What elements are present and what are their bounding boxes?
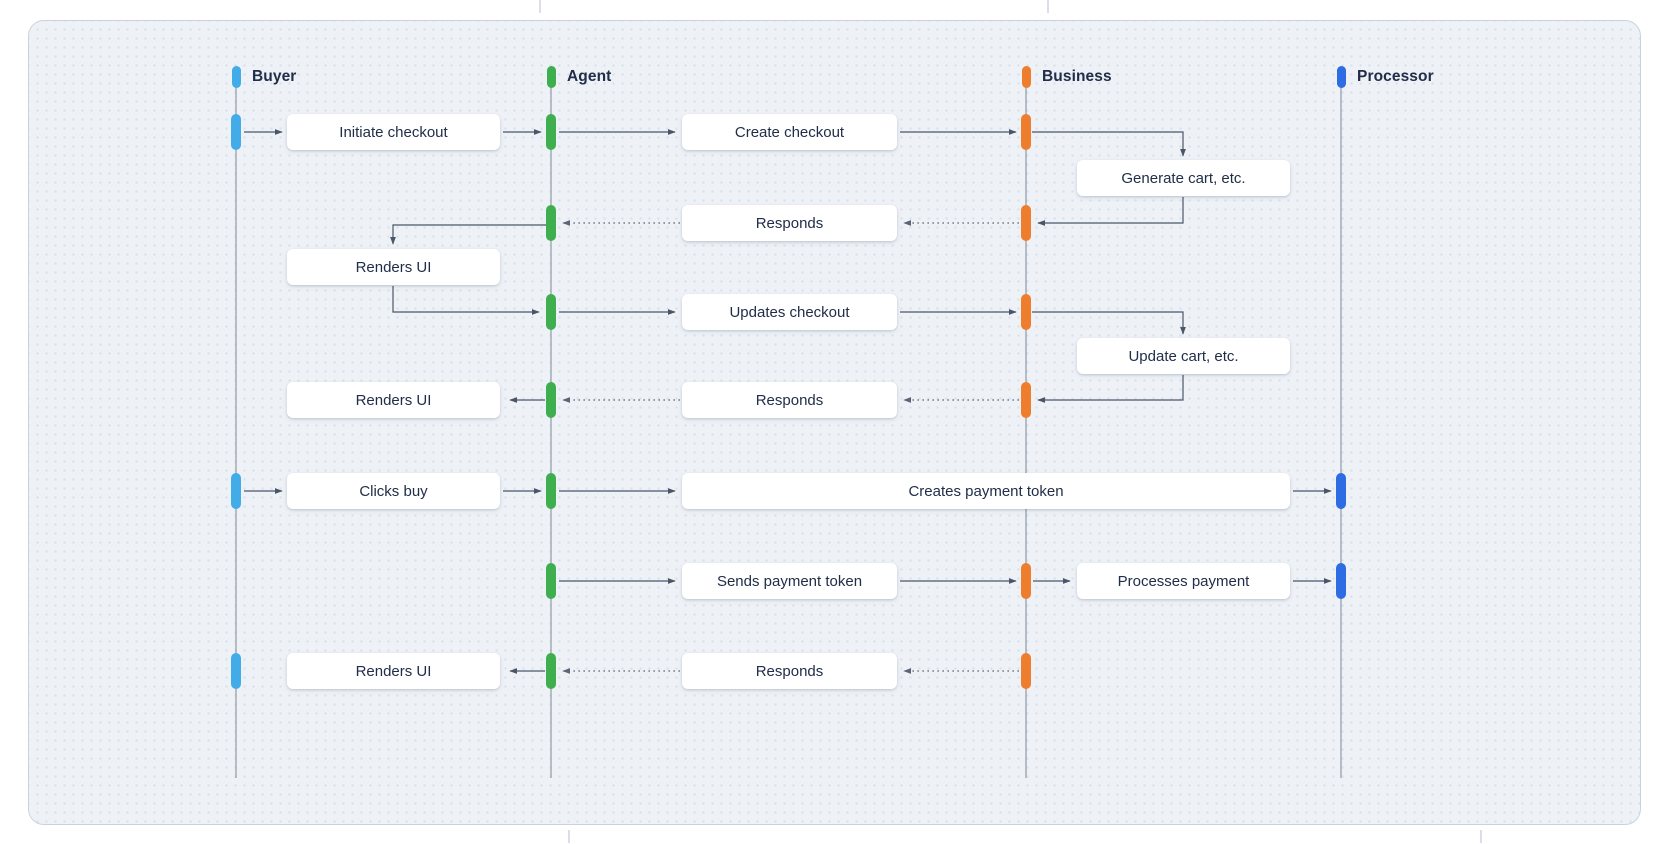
activation-bar-agent: [546, 294, 556, 330]
actor-label-agent: Agent: [567, 68, 612, 85]
actor-marker-business: [1021, 66, 1031, 88]
activation-bar-buyer: [231, 473, 241, 509]
actor-marker-buyer: [231, 66, 241, 88]
message-box-responds: Responds: [682, 205, 897, 241]
arrow-solid: [1037, 197, 1184, 226]
message-box-responds: Responds: [682, 653, 897, 689]
activation-bar-business: [1021, 114, 1031, 150]
page-edge-artifact: [1480, 830, 1482, 843]
actor-label-processor: Processor: [1357, 68, 1434, 85]
message-box-sends-payment-token: Sends payment token: [682, 563, 897, 599]
activation-bar-agent: [546, 473, 556, 509]
activation-bar-agent: [546, 653, 556, 689]
activation-bar-agent: [546, 563, 556, 599]
arrow-solid: [1032, 131, 1186, 157]
arrow-solid: [390, 224, 546, 245]
message-box-renders-ui: Renders UI: [287, 249, 500, 285]
activation-bar-agent: [546, 382, 556, 418]
message-box-updates-checkout: Updates checkout: [682, 294, 897, 330]
actor-marker-agent: [546, 66, 556, 88]
actor-marker-processor: [1336, 66, 1346, 88]
message-box-clicks-buy: Clicks buy: [287, 473, 500, 509]
message-box-generate-cart-etc: Generate cart, etc.: [1077, 160, 1290, 196]
activation-bar-buyer: [231, 653, 241, 689]
page-edge-artifact: [1047, 0, 1049, 13]
arrow-solid: [1037, 375, 1184, 403]
arrow-solid: [392, 286, 540, 315]
activation-bar-agent: [546, 114, 556, 150]
actor-label-buyer: Buyer: [252, 68, 297, 85]
actor-label-business: Business: [1042, 68, 1112, 85]
message-box-renders-ui: Renders UI: [287, 382, 500, 418]
message-box-update-cart-etc: Update cart, etc.: [1077, 338, 1290, 374]
activation-bar-processor: [1336, 563, 1346, 599]
activation-bar-business: [1021, 382, 1031, 418]
message-box-create-checkout: Create checkout: [682, 114, 897, 150]
activation-bar-business: [1021, 563, 1031, 599]
message-box-processes-payment: Processes payment: [1077, 563, 1290, 599]
message-box-renders-ui: Renders UI: [287, 653, 500, 689]
message-box-responds: Responds: [682, 382, 897, 418]
activation-bar-agent: [546, 205, 556, 241]
message-box-initiate-checkout: Initiate checkout: [287, 114, 500, 150]
sequence-diagram-canvas: [28, 20, 1641, 825]
activation-bar-business: [1021, 653, 1031, 689]
page-edge-artifact: [539, 0, 541, 13]
activation-bar-business: [1021, 294, 1031, 330]
activation-bar-business: [1021, 205, 1031, 241]
page-edge-artifact: [568, 830, 570, 843]
activation-bar-processor: [1336, 473, 1346, 509]
activation-bar-buyer: [231, 114, 241, 150]
message-box-creates-payment-token: Creates payment token: [682, 473, 1290, 509]
arrow-solid: [1032, 311, 1186, 335]
